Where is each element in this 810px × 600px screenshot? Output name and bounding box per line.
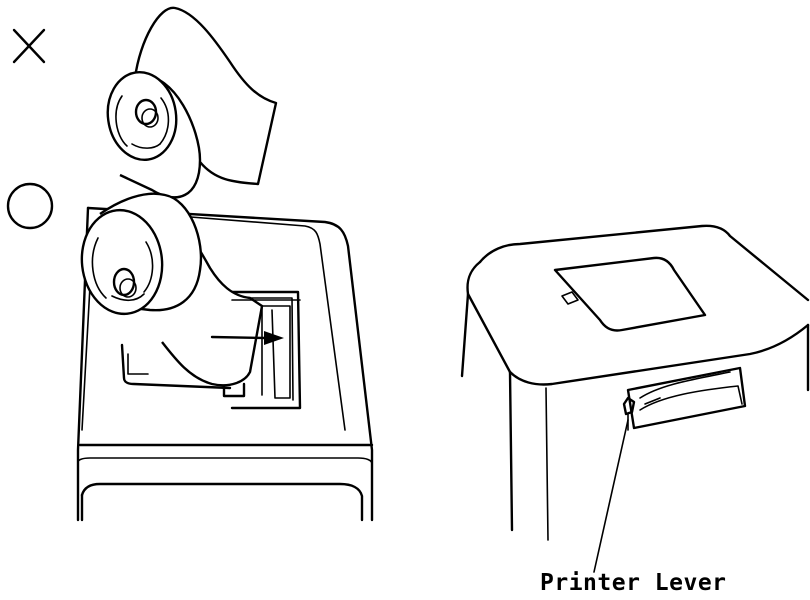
- printer-lever-label: Printer Lever: [540, 570, 727, 596]
- wrong-mark-icon: [14, 30, 44, 62]
- calculator-side-view: [462, 226, 808, 540]
- printer-lever-leader-line: [594, 420, 628, 572]
- paper-roll-incorrect: [102, 8, 276, 198]
- correct-mark-icon: [8, 184, 52, 228]
